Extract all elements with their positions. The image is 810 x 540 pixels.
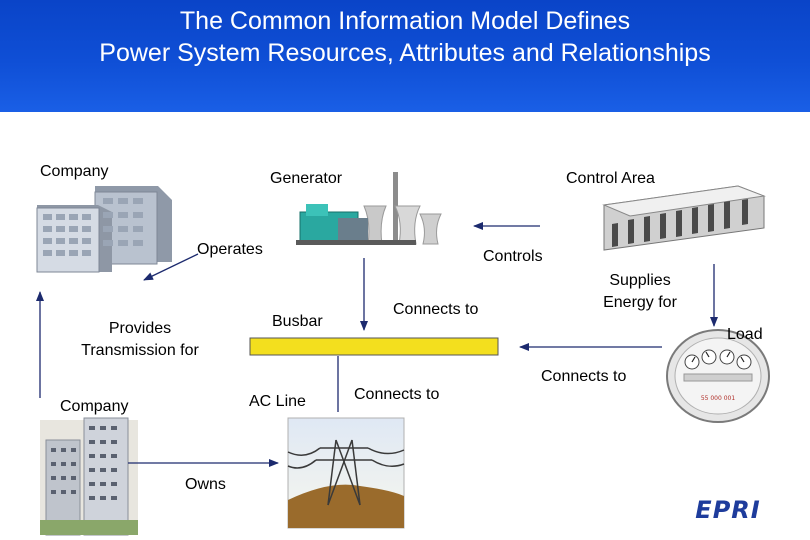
ac-line-tower-image xyxy=(287,417,405,529)
busbar-bar xyxy=(249,337,499,356)
title-banner: The Common Information Model Defines Pow… xyxy=(0,0,810,112)
supplies-energy-label-line-2: Energy for xyxy=(603,294,677,311)
company-building-bottom-image xyxy=(40,417,138,536)
company-building-top-image xyxy=(36,186,172,273)
load-meter-image: 55 000 001 xyxy=(666,329,770,423)
connects-to-upper-label: Connects to xyxy=(393,301,479,318)
controls-label: Controls xyxy=(483,248,543,265)
provides-transmission-label-line-2: Transmission for xyxy=(81,342,199,359)
generator-label: Generator xyxy=(270,170,343,187)
page-title-line-2: Power System Resources, Attributes and R… xyxy=(99,39,711,67)
busbar-label: Busbar xyxy=(272,313,323,330)
operates-arrow xyxy=(143,253,199,281)
connects-to-lower-label: Connects to xyxy=(354,386,440,403)
control-area-label: Control Area xyxy=(566,170,655,187)
provides-transmission-label-line-1: Provides xyxy=(108,320,172,337)
epri-logo-text: EPRI xyxy=(695,496,760,524)
company-top-label: Company xyxy=(40,163,109,180)
control-area-building-image xyxy=(602,185,766,251)
company-bottom-label: Company xyxy=(60,398,129,415)
operates-label: Operates xyxy=(197,241,263,258)
supplies-energy-label-line-1: Supplies xyxy=(609,272,671,289)
load-label: Load xyxy=(727,326,763,343)
epri-logo: EPRI xyxy=(695,496,760,524)
generator-plant-image xyxy=(296,172,442,245)
connects-to-right-label: Connects to xyxy=(541,368,627,385)
page-title-line-1: The Common Information Model Defines xyxy=(179,7,631,35)
meter-serial: 55 000 001 xyxy=(701,395,736,402)
owns-label: Owns xyxy=(185,476,226,493)
ac-line-label: AC Line xyxy=(249,393,306,410)
